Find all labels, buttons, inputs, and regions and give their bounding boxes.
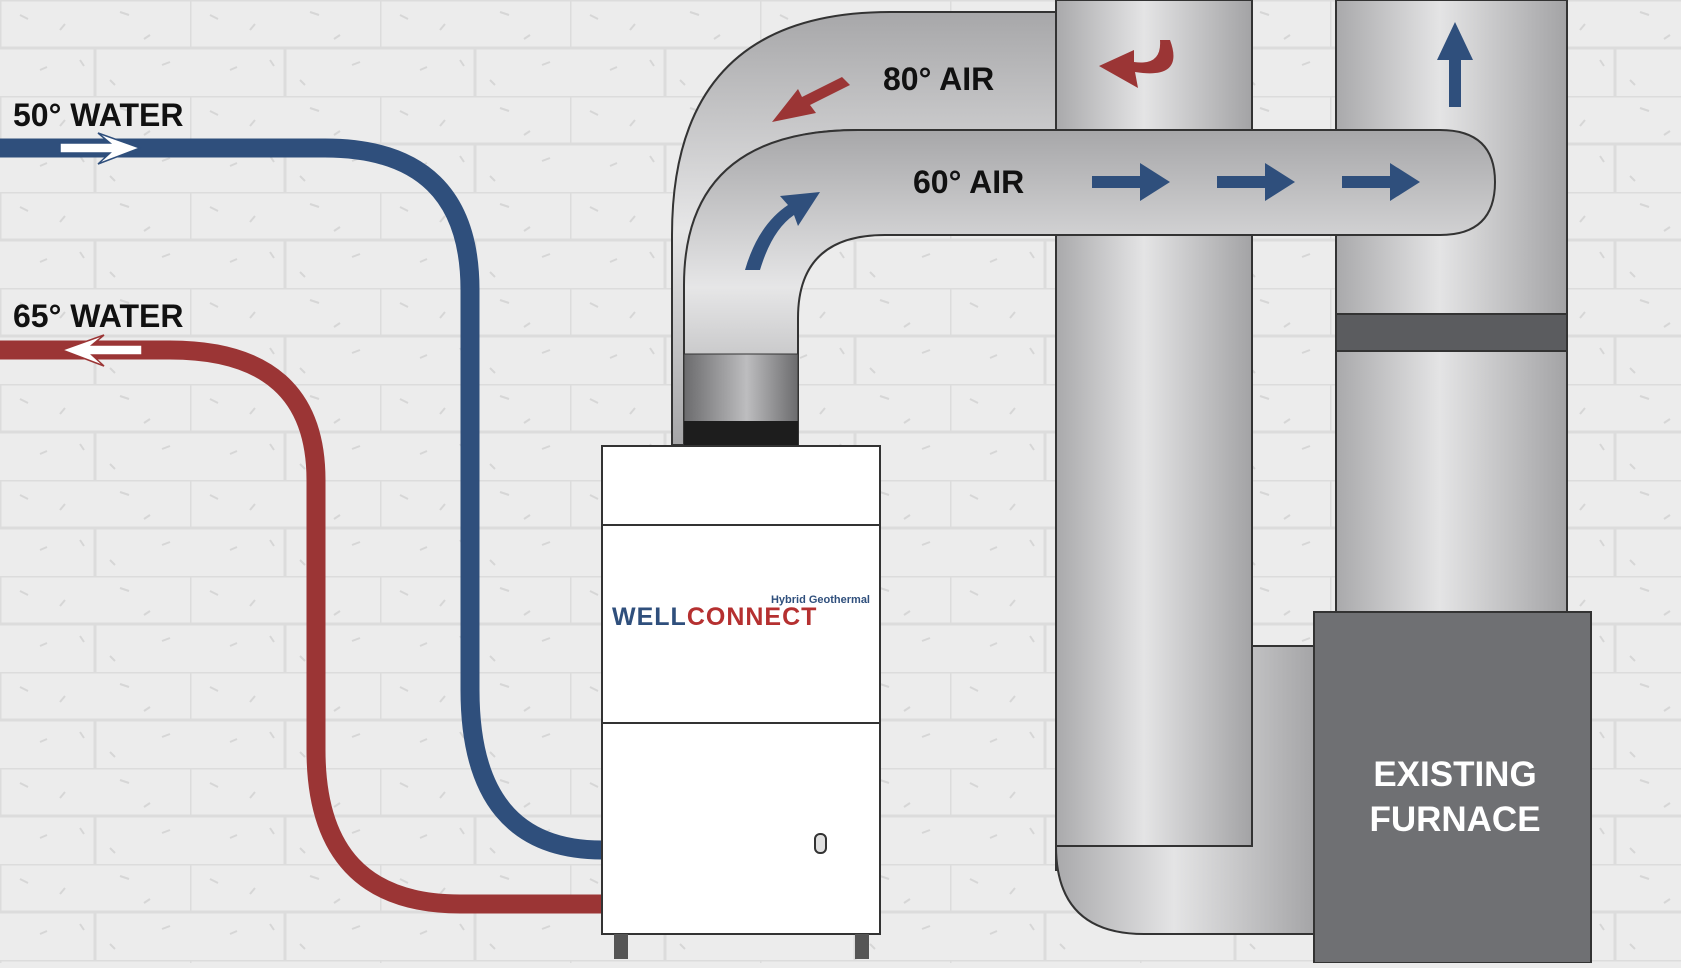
furnace-label-line-1: EXISTING xyxy=(1373,755,1536,794)
unit-logo: WELLCONNECT xyxy=(612,603,817,631)
unit-foot-right xyxy=(855,934,869,959)
warm-water-label: 65° WATER xyxy=(13,298,183,334)
furnace-label-line-2: FURNACE xyxy=(1369,800,1540,839)
warm-water-arrow-icon xyxy=(59,334,143,367)
unit-body xyxy=(601,445,881,935)
cool-air-label: 60° AIR xyxy=(913,164,1024,200)
supply-plenum-band xyxy=(1335,313,1568,352)
warm-air-label: 80° AIR xyxy=(883,61,994,97)
existing-furnace xyxy=(1313,611,1592,964)
unit-knob-icon xyxy=(814,833,827,854)
return-arrow-diagonal-icon xyxy=(772,77,850,122)
cold-water-pipe xyxy=(0,138,603,860)
unit-logo-well: WELL xyxy=(612,603,687,631)
air-arrow-right-1-icon xyxy=(1092,163,1170,201)
wellconnect-unit: Hybrid Geothermal WELLCONNECT xyxy=(601,445,881,959)
unit-foot-left xyxy=(614,934,628,959)
air-arrow-right-2-icon xyxy=(1217,163,1295,201)
unit-collar-base xyxy=(684,421,798,446)
return-air-arrows xyxy=(772,40,1174,122)
air-arrow-curve-up-icon xyxy=(745,192,820,270)
cold-water-arrow-icon xyxy=(59,132,143,165)
air-arrow-right-3-icon xyxy=(1342,163,1420,201)
unit-logo-connect: CONNECT xyxy=(687,603,818,631)
unit-collar xyxy=(683,353,799,423)
unit-tagline: Hybrid Geothermal xyxy=(771,594,870,606)
supply-duct-60-air xyxy=(683,129,1497,446)
air-flow-arrows xyxy=(745,22,1473,270)
warm-water-pipe xyxy=(0,340,602,914)
air-arrow-up-icon xyxy=(1437,22,1473,107)
return-arrow-curved-icon xyxy=(1099,40,1174,88)
cold-water-label: 50° WATER xyxy=(13,97,183,133)
